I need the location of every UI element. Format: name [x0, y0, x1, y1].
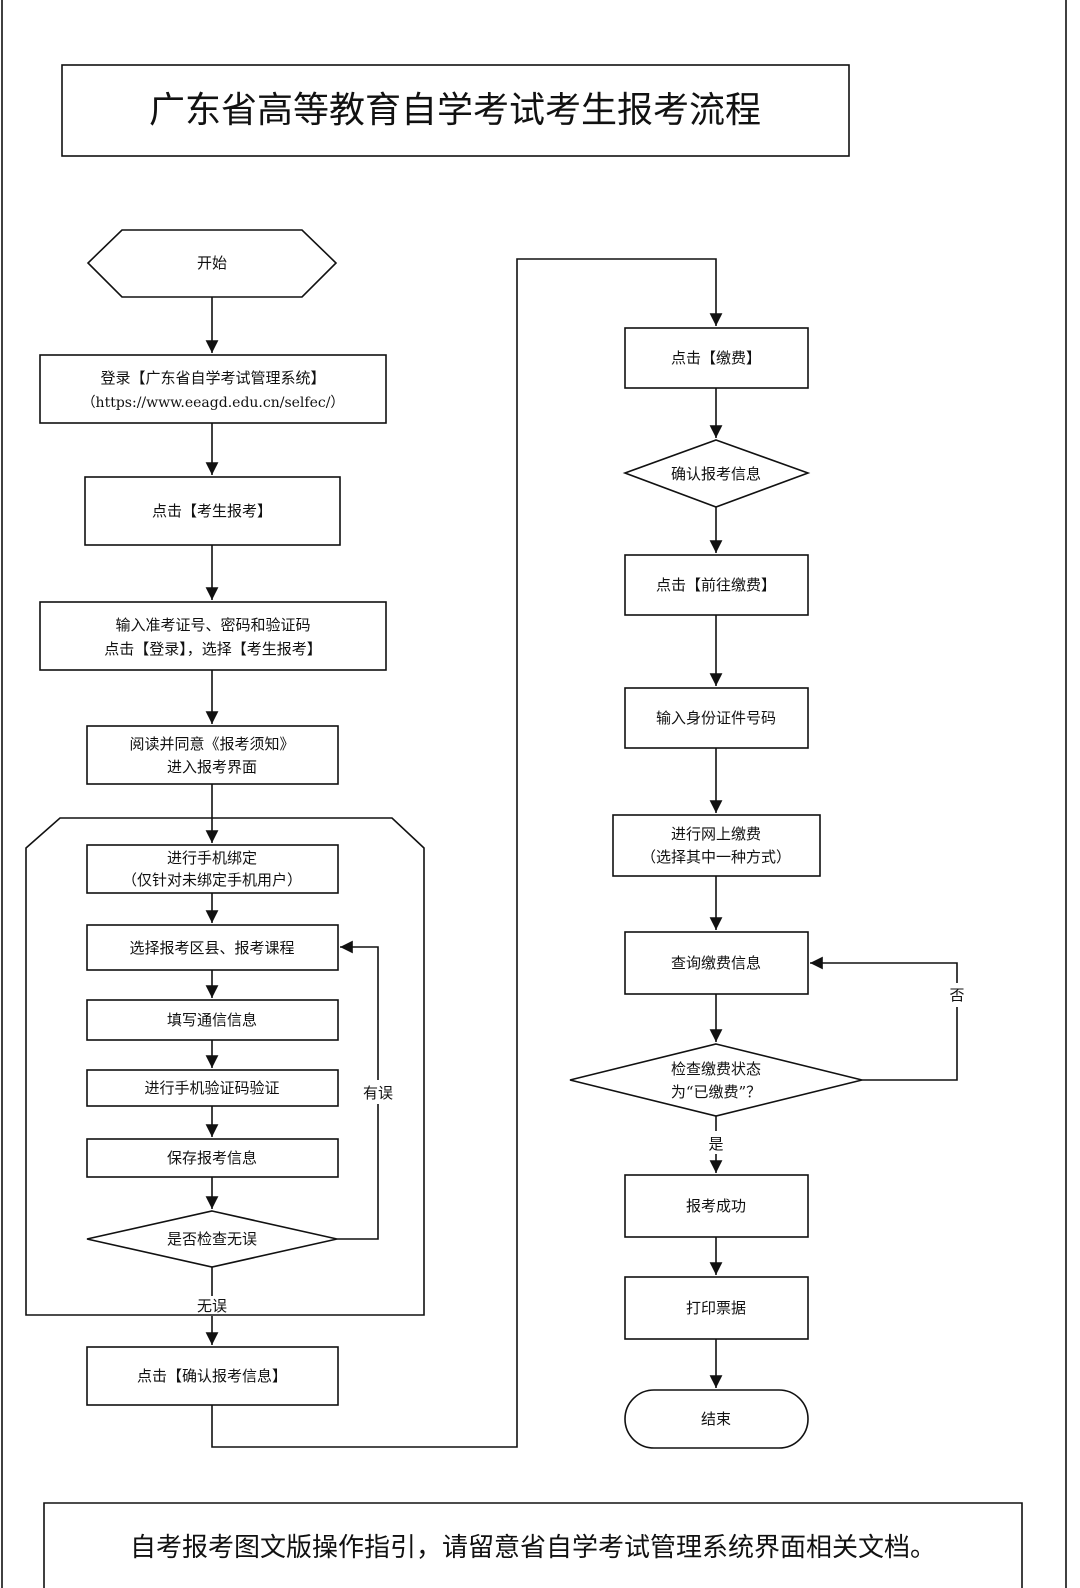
svg-text:进入报考界面: 进入报考界面: [167, 758, 257, 776]
svg-text:保存报考信息: 保存报考信息: [167, 1149, 257, 1167]
node-confirm-register: 确认报考信息: [622, 439, 811, 508]
edge-confirm-pay: [211, 258, 723, 1448]
registration-group-frame: [25, 817, 425, 1316]
svg-text:查询缴费信息: 查询缴费信息: [671, 954, 761, 972]
svg-text:（https://www.eeagd.edu.cn/self: （https://www.eeagd.edu.cn/selfec/）: [82, 395, 345, 411]
svg-text:确认报考信息: 确认报考信息: [671, 465, 761, 483]
edge-label-has-error: 有误: [363, 1084, 393, 1102]
svg-text:点击【考生报考】: 点击【考生报考】: [152, 502, 272, 520]
svg-text:输入准考证号、密码和验证码: 输入准考证号、密码和验证码: [115, 616, 310, 634]
node-input-id: 输入身份证件号码: [624, 687, 809, 749]
node-check-pay: 检查缴费状态 为“已缴费”？: [569, 1043, 863, 1117]
node-go-pay: 点击【前往缴费】: [624, 554, 809, 616]
node-sms-verify: 进行手机验证码验证: [86, 1069, 339, 1107]
node-login: 登录【广东省自学考试管理系统】 （https://www.eeagd.edu.c…: [39, 354, 387, 424]
node-end: 结束: [624, 1389, 809, 1449]
svg-text:开始: 开始: [197, 254, 227, 272]
node-check-ok: 是否检查无误: [86, 1210, 338, 1268]
svg-text:登录【广东省自学考试管理系统】: 登录【广东省自学考试管理系统】: [100, 369, 325, 387]
node-query-pay: 查询缴费信息: [624, 931, 809, 995]
svg-text:进行网上缴费: 进行网上缴费: [671, 825, 761, 843]
node-fill-contact: 填写通信信息: [86, 999, 339, 1041]
title-box: 广东省高等教育自学考试考生报考流程: [61, 64, 850, 157]
node-click-register: 点击【考生报考】: [84, 476, 341, 546]
svg-text:点击【前往缴费】: 点击【前往缴费】: [656, 576, 776, 594]
svg-text:阅读并同意《报考须知》: 阅读并同意《报考须知》: [129, 735, 294, 753]
footer-note: 自考报考图文版操作指引，请留意省自学考试管理系统界面相关文档。: [130, 1533, 936, 1563]
svg-text:为“已缴费”？: 为“已缴费”？: [671, 1083, 761, 1101]
node-success: 报考成功: [624, 1174, 809, 1238]
edge-label-no-error: 无误: [197, 1297, 227, 1315]
node-save-info: 保存报考信息: [86, 1138, 339, 1178]
node-click-pay: 点击【缴费】: [624, 327, 809, 389]
svg-text:报考成功: 报考成功: [686, 1197, 746, 1215]
node-read-notice: 阅读并同意《报考须知》 进入报考界面: [86, 725, 339, 785]
svg-text:（仅针对未绑定手机用户）: （仅针对未绑定手机用户）: [122, 871, 302, 889]
edge-label-no: 否: [949, 986, 964, 1004]
edge-no-loop: [810, 956, 958, 1081]
node-print: 打印票据: [624, 1276, 809, 1340]
node-start: 开始: [86, 229, 338, 298]
svg-text:填写通信信息: 填写通信信息: [167, 1011, 257, 1029]
node-select-course: 选择报考区县、报考课程: [86, 924, 339, 971]
label-bg-has-error: [358, 1080, 398, 1104]
svg-text:（选择其中一种方式）: （选择其中一种方式）: [641, 848, 791, 866]
edge-label-yes: 是: [708, 1135, 723, 1153]
svg-text:输入身份证件号码: 输入身份证件号码: [656, 709, 776, 727]
svg-text:结束: 结束: [701, 1410, 731, 1428]
node-confirm-info: 点击【确认报考信息】: [86, 1346, 339, 1406]
node-input-credentials: 输入准考证号、密码和验证码 点击【登录】，选择【考生报考】: [39, 601, 387, 671]
svg-text:是否检查无误: 是否检查无误: [167, 1230, 257, 1248]
svg-text:检查缴费状态: 检查缴费状态: [671, 1060, 761, 1078]
label-bg-no: [945, 983, 969, 1007]
node-bind-phone: 进行手机绑定 （仅针对未绑定手机用户）: [86, 844, 339, 894]
svg-text:进行手机绑定: 进行手机绑定: [167, 849, 257, 867]
svg-text:点击【确认报考信息】: 点击【确认报考信息】: [137, 1367, 287, 1385]
footer-box: 自考报考图文版操作指引，请留意省自学考试管理系统界面相关文档。: [43, 1502, 1023, 1588]
page-title: 广东省高等教育自学考试考生报考流程: [149, 90, 761, 131]
svg-text:点击【登录】，选择【考生报考】: 点击【登录】，选择【考生报考】: [104, 640, 322, 658]
svg-text:打印票据: 打印票据: [686, 1299, 746, 1317]
svg-text:进行手机验证码验证: 进行手机验证码验证: [144, 1079, 279, 1097]
svg-text:选择报考区县、报考课程: 选择报考区县、报考课程: [129, 939, 294, 957]
node-online-pay: 进行网上缴费 （选择其中一种方式）: [612, 814, 821, 877]
svg-text:点击【缴费】: 点击【缴费】: [671, 349, 761, 367]
